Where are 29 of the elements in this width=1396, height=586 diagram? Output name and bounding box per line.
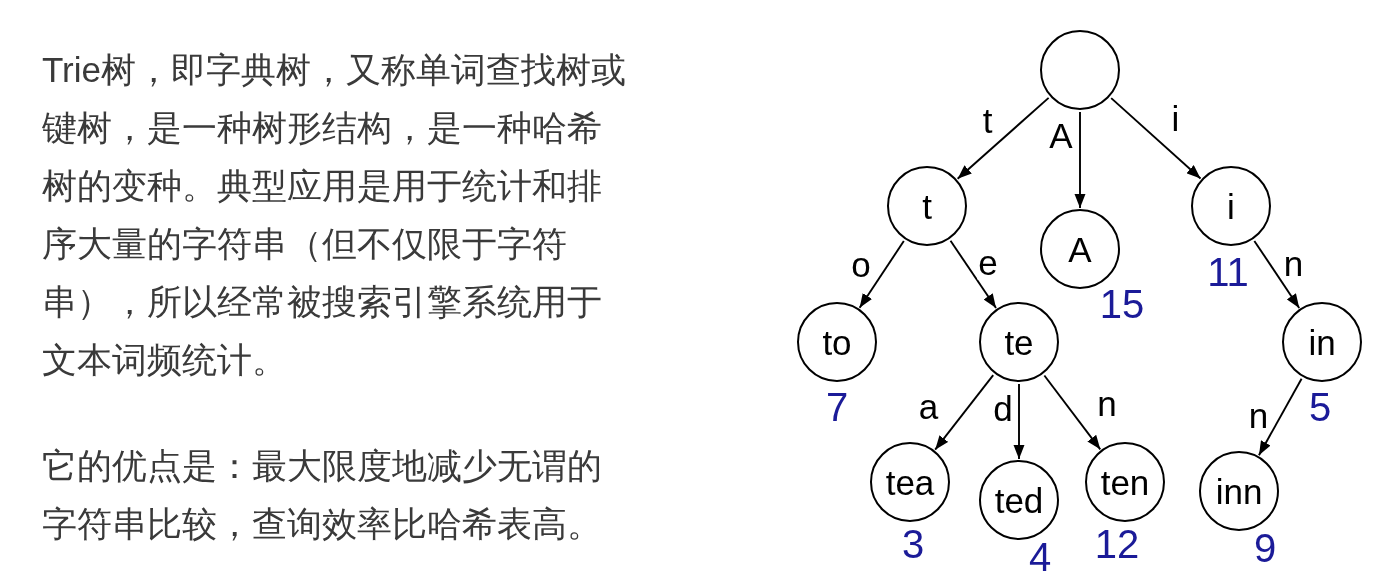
paragraph: 它的优点是：最大限度地减少无谓的字符串比较，查询效率比哈希表高。 [42,445,603,545]
arrow [1043,374,1102,451]
arrow [1110,97,1202,180]
count-number: 9 [1253,528,1277,568]
trie-node: in [1282,302,1362,382]
count-number: 5 [1308,387,1332,427]
trie-node: inn [1199,451,1279,531]
count-number: 12 [1094,524,1140,564]
trie-node: te [979,302,1059,382]
count-number: 7 [825,387,849,427]
trie-node: ten [1085,442,1165,522]
arrow [1074,111,1086,209]
count-number: 3 [901,524,925,564]
arrow [934,374,995,451]
arrow [858,240,905,309]
trie-node: i [1191,166,1271,246]
arrow [1253,239,1301,309]
count-number: 4 [1028,537,1052,577]
count-number: 11 [1207,252,1249,292]
arrow [949,239,997,309]
arrow [956,96,1050,180]
arrow [1013,383,1025,460]
trie-node: to [797,302,877,382]
paragraph: Trie树，即字典树，又称单词查找树或键树，是一种树形结构，是一种哈希树的变种。典型应用是用于统计和排序大量的字符串（但不仅限于字符串），所以经常被搜索引擎系统用于文本词频统计。 [42,49,627,381]
trie-node: tea [870,442,950,522]
trie-node: ted [979,460,1059,540]
trie-node: t [887,166,967,246]
arrow [1258,377,1303,457]
trie-node: A [1040,209,1120,289]
